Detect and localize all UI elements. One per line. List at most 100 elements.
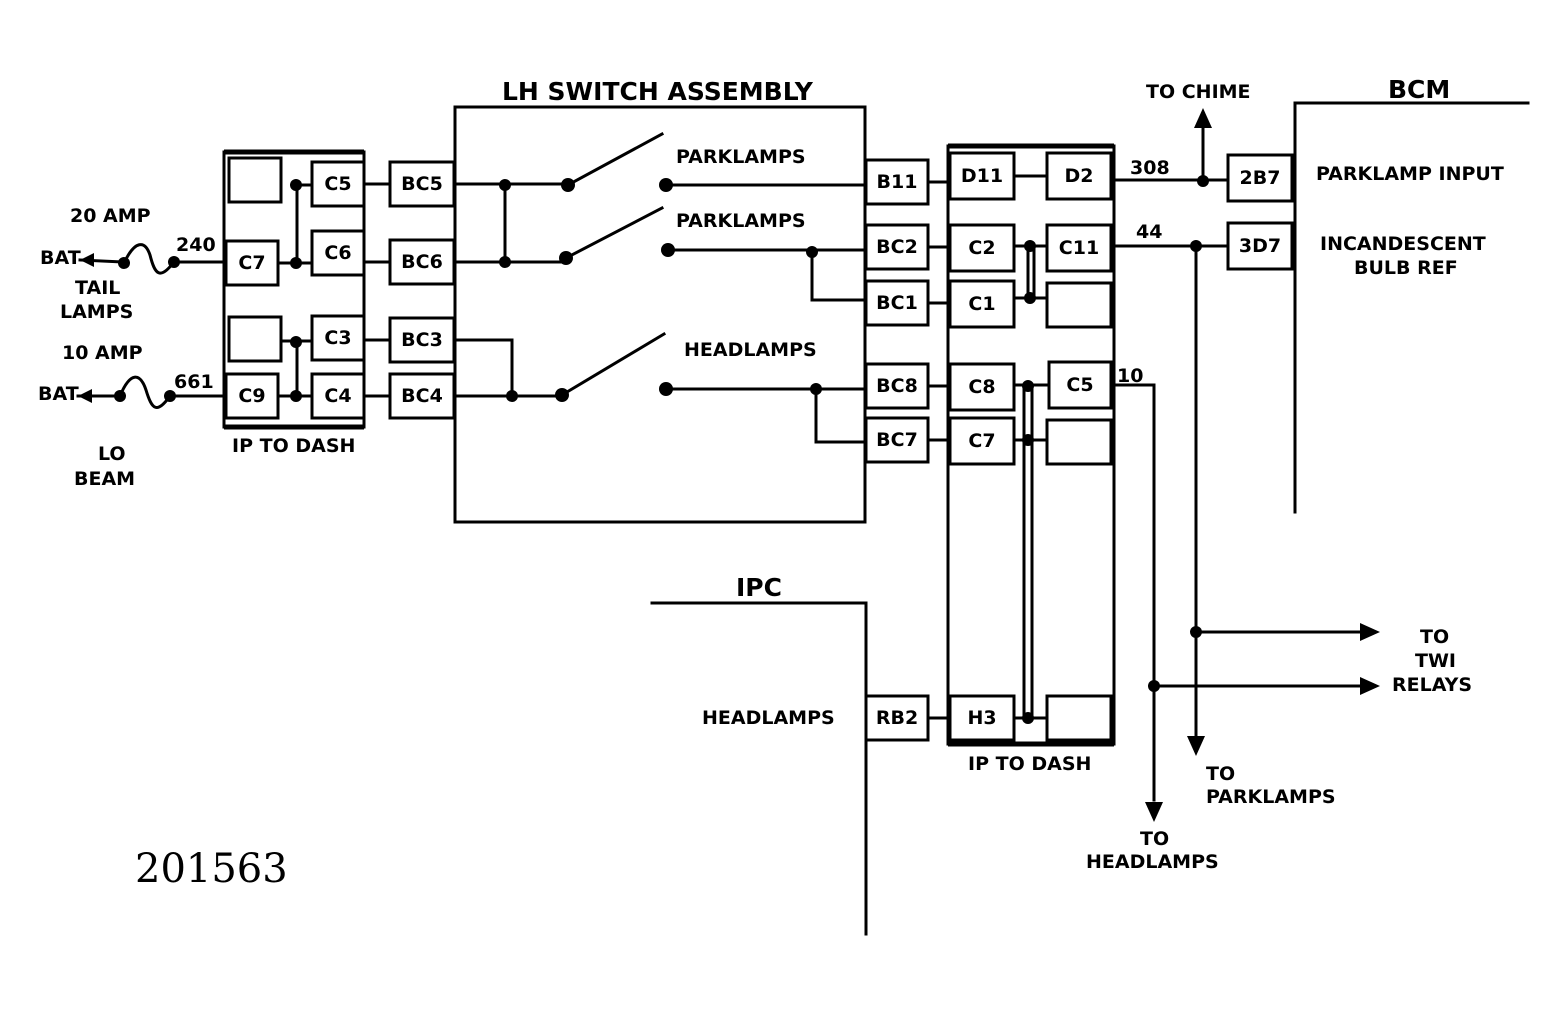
ipc-label: IPC bbox=[736, 573, 782, 602]
pin-C9-left-label: C9 bbox=[238, 385, 265, 407]
left-node-4 bbox=[290, 390, 302, 402]
right-connector-blank-1 bbox=[1045, 281, 1113, 329]
switch-blade-park-2 bbox=[563, 205, 665, 261]
pin-C6-left-label: C6 bbox=[324, 242, 351, 264]
left-node-2 bbox=[290, 257, 302, 269]
pin-C8-right-label: C8 bbox=[968, 376, 995, 398]
right-connector: D11 D2 C2 C11 C1 C8 C5 C7 H3 IP TO DASH bbox=[946, 143, 1116, 775]
bcm-module: BCM 2B7 3D7 PARKLAMP INPUT INCANDESCENT … bbox=[1226, 75, 1530, 514]
twi-park-arrow bbox=[1360, 623, 1380, 641]
to-parklamps-label-1: TO bbox=[1206, 763, 1235, 785]
wire-10-label: 10 bbox=[1117, 365, 1143, 387]
parklamp-input-label: PARKLAMP INPUT bbox=[1316, 163, 1504, 185]
pin-B11 bbox=[864, 158, 930, 206]
pin-C4-left-label: C4 bbox=[324, 385, 351, 407]
left-connector: C5 C7 C6 C3 C9 C4 IP TO DASH bbox=[222, 149, 366, 457]
pin-B11-label: B11 bbox=[877, 171, 918, 193]
to-parklamps-arrow bbox=[1187, 736, 1205, 756]
pin-2B7 bbox=[1226, 153, 1294, 203]
bat-arrow-2 bbox=[78, 389, 92, 403]
c8-c5-c7-h3-bus bbox=[1012, 383, 1051, 720]
pin-3D7-label: 3D7 bbox=[1239, 235, 1281, 257]
pin-BC7 bbox=[864, 416, 930, 464]
pin-C5-left-label: C5 bbox=[324, 173, 351, 195]
pin-C11-right-label: C11 bbox=[1059, 237, 1099, 259]
pin-BC1-label: BC1 bbox=[876, 292, 918, 314]
to-headlamps-label-1: TO bbox=[1140, 828, 1169, 850]
head-output bbox=[664, 387, 868, 444]
left-bus-upper bbox=[276, 183, 314, 265]
headlamps-switch-label: HEADLAMPS bbox=[684, 339, 817, 361]
bcm-label: BCM bbox=[1388, 75, 1450, 104]
pin-2B7-label: 2B7 bbox=[1240, 167, 1281, 189]
head-node bbox=[810, 383, 822, 395]
left-connector-edges bbox=[224, 149, 364, 430]
bat-label-2: BAT bbox=[38, 383, 79, 405]
right-node-5 bbox=[1022, 712, 1034, 724]
bulb-ref-label-1: INCANDESCENT bbox=[1320, 233, 1486, 255]
to-headlamps-arrow bbox=[1145, 802, 1163, 822]
switch-node-3 bbox=[506, 390, 518, 402]
pin-BC2-label: BC2 bbox=[876, 236, 918, 258]
pin-C1-right-label: C1 bbox=[968, 293, 995, 315]
c2-c11-c1-bus bbox=[1012, 244, 1049, 300]
pin-C3-left bbox=[310, 314, 366, 362]
fuse-20-amp bbox=[121, 243, 177, 275]
wire-661-label: 661 bbox=[174, 371, 214, 393]
pin-C3-left-label: C3 bbox=[324, 327, 351, 349]
wire-240-label: 240 bbox=[176, 234, 216, 256]
bat-arrow-1 bbox=[80, 253, 94, 267]
pin-C6-left bbox=[310, 229, 366, 277]
switch-blade-head bbox=[559, 331, 667, 398]
right-node-4 bbox=[1022, 434, 1034, 446]
pin-RB2-label: RB2 bbox=[876, 707, 918, 729]
pin-BC5-label: BC5 bbox=[401, 173, 443, 195]
to-headlamps-label-2: HEADLAMPS bbox=[1086, 851, 1219, 873]
pin-C5-right-label: C5 bbox=[1066, 374, 1093, 396]
twi-label-3: RELAYS bbox=[1392, 674, 1472, 696]
pin-D2 bbox=[1045, 151, 1113, 201]
output-wiring: 308 TO CHIME 44 10 TO TWI RELAYS TO PARK… bbox=[1086, 81, 1472, 873]
left-bus-lower bbox=[276, 339, 314, 398]
left-node-3 bbox=[290, 336, 302, 348]
lo-beam-label-2: BEAM bbox=[74, 468, 135, 490]
fuse-10-amp bbox=[118, 375, 173, 409]
right-node-1 bbox=[1024, 240, 1036, 252]
pin-H3-label: H3 bbox=[967, 707, 996, 729]
twi-label-1: TO bbox=[1420, 626, 1449, 648]
right-node-2 bbox=[1024, 292, 1036, 304]
pin-C7-right-label: C7 bbox=[968, 430, 995, 452]
pin-BC3-label: BC3 bbox=[401, 329, 443, 351]
to-parklamps-label-2: PARKLAMPS bbox=[1206, 786, 1336, 808]
bcm-boundary bbox=[1293, 101, 1530, 514]
switch-assembly-title: LH SWITCH ASSEMBLY bbox=[502, 77, 814, 106]
parklamps-label-1: PARKLAMPS bbox=[676, 146, 806, 168]
switch-assembly-body bbox=[453, 105, 867, 524]
switch-node-1 bbox=[499, 179, 511, 191]
bulb-ref-label-2: BULB REF bbox=[1354, 257, 1458, 279]
pin-BC7-label: BC7 bbox=[876, 429, 918, 451]
right-connector-blank-3 bbox=[1045, 694, 1113, 742]
tail-lamps-label-1: TAIL bbox=[75, 277, 120, 299]
parklamps-label-2: PARKLAMPS bbox=[676, 210, 806, 232]
ipc-module: IPC HEADLAMPS RB2 bbox=[650, 573, 952, 936]
switch-output-pins: B11 BC2 BC1 BC8 BC7 bbox=[864, 158, 930, 464]
twi-label-2: TWI bbox=[1415, 650, 1456, 672]
left-to-switch-wires bbox=[362, 182, 392, 398]
pin-D11-label: D11 bbox=[961, 165, 1003, 187]
pin-C7-left-label: C7 bbox=[238, 252, 265, 274]
twi-head-arrow bbox=[1360, 677, 1380, 695]
pin-BC6 bbox=[388, 238, 456, 286]
wire-308-label: 308 bbox=[1130, 157, 1170, 179]
left-feeds: 20 AMP BAT 240 TAIL LAMPS 10 AMP BAT 661… bbox=[38, 205, 227, 490]
pin-C11-right bbox=[1045, 223, 1113, 273]
out-to-right-connector-wires bbox=[926, 180, 950, 442]
ipc-boundary bbox=[650, 601, 868, 936]
pin-BC2 bbox=[864, 223, 930, 271]
fuse-20-amp-label: 20 AMP bbox=[70, 205, 151, 227]
pin-D11 bbox=[948, 151, 1016, 201]
wire-44-label: 44 bbox=[1136, 221, 1162, 243]
switch-head-bus bbox=[452, 338, 564, 398]
right-node-3 bbox=[1022, 380, 1034, 392]
